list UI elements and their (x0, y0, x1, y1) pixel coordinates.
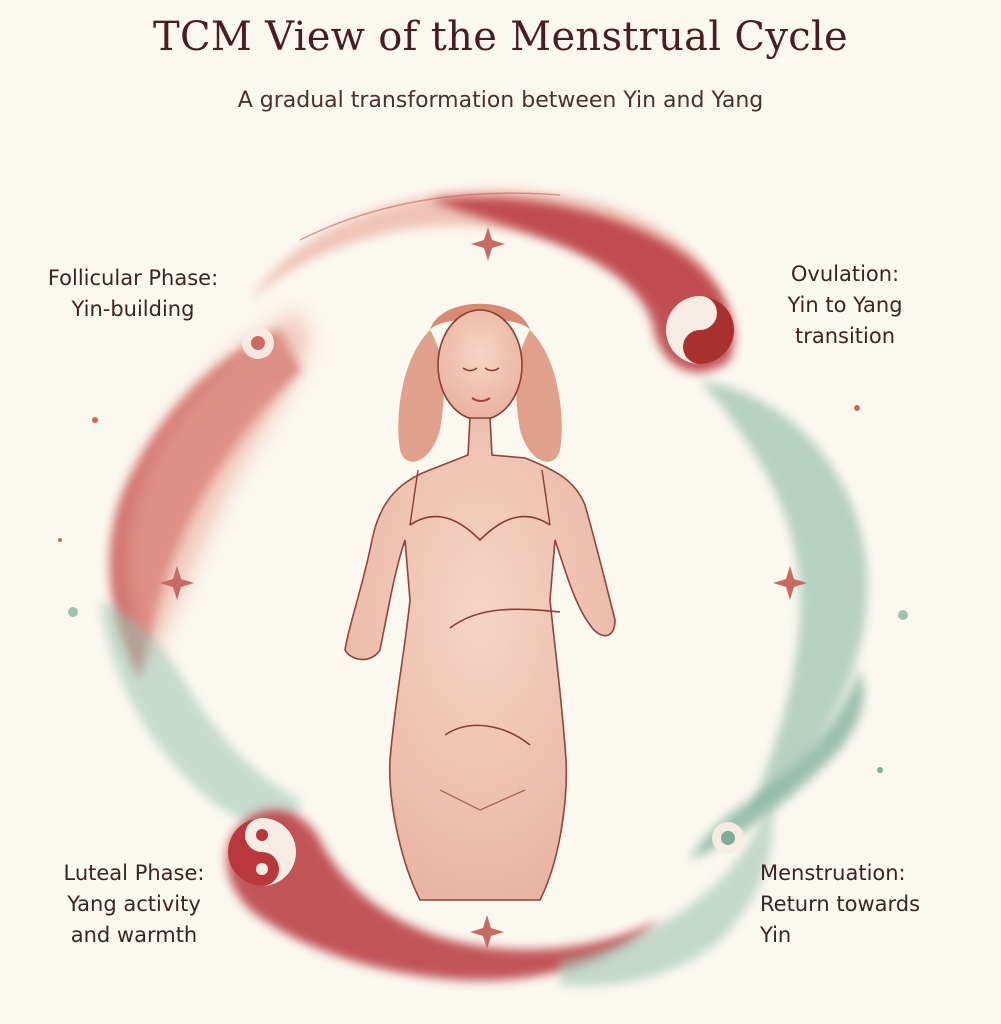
phase-label-ovulation: Ovulation: Yin to Yang transition (760, 259, 930, 352)
paint-dots (58, 405, 908, 773)
phase-label-line: Return towards (760, 892, 921, 916)
phase-label-line: Yin (760, 923, 792, 947)
bottom-swirl (226, 800, 773, 986)
phase-label-follicular: Follicular Phase: Yin-building (28, 263, 238, 325)
phase-label-luteal: Luteal Phase: Yang activity and warmth (34, 858, 234, 951)
woman-figure (344, 303, 616, 901)
phase-label-line: Luteal Phase: (63, 861, 205, 885)
left-swirl (100, 310, 311, 827)
yin-yang-icon (228, 818, 296, 886)
right-swirl (690, 380, 868, 860)
yin-yang-icon (666, 296, 734, 364)
phase-label-line: and warmth (70, 923, 198, 947)
phase-label-line: Yin to Yang (787, 293, 903, 317)
page-title: TCM View of the Menstrual Cycle (153, 14, 848, 60)
phase-label-line: Menstruation: (760, 861, 906, 885)
sparkle-icon (160, 566, 194, 600)
sparkle-icon (470, 915, 504, 949)
swirl-eye-left (242, 327, 274, 359)
phase-label-line: Yang activity (67, 892, 201, 916)
page-subtitle: A gradual transformation between Yin and… (237, 88, 764, 113)
sparkle-icon (471, 227, 505, 261)
phase-label-line: Ovulation: (790, 262, 900, 286)
phase-label-line: transition (794, 324, 896, 348)
phase-label-menstruation: Menstruation: Return towards Yin (760, 858, 950, 951)
phase-label-line: Follicular Phase: (47, 266, 219, 290)
phase-label-line: Yin-building (71, 297, 195, 321)
swirl-eye-right (712, 822, 744, 854)
top-swirl (250, 189, 735, 373)
sparkle-icon (773, 566, 807, 600)
